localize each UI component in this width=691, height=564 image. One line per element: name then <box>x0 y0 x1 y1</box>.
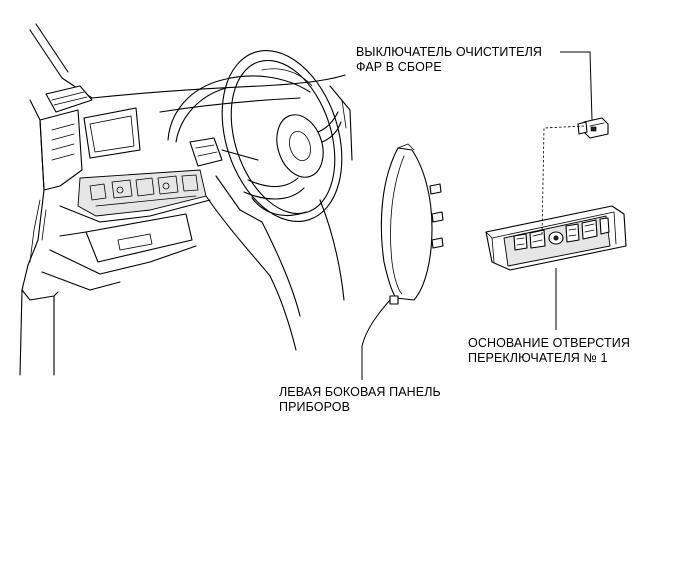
headlamp-cleaner-switch-part <box>577 117 609 139</box>
left-side-panel-label: ЛЕВАЯ БОКОВАЯ ПАНЕЛЬ ПРИБОРОВ <box>279 385 441 414</box>
dashboard-overview <box>19 23 353 376</box>
leader-line-side-panel <box>361 299 391 380</box>
headlamp-cleaner-switch-label: ВЫКЛЮЧАТЕЛЬ ОЧИСТИТЕЛЯ ФАР В СБОРЕ <box>356 45 543 74</box>
switch-hole-base-part <box>485 205 627 271</box>
leader-line-washer-switch <box>560 51 593 121</box>
left-side-panel-part <box>380 143 444 305</box>
switch-hole-base-label: ОСНОВАНИЕ ОТВЕРСТИЯ ПЕРЕКЛЮЧАТЕЛЯ № 1 <box>468 336 630 365</box>
